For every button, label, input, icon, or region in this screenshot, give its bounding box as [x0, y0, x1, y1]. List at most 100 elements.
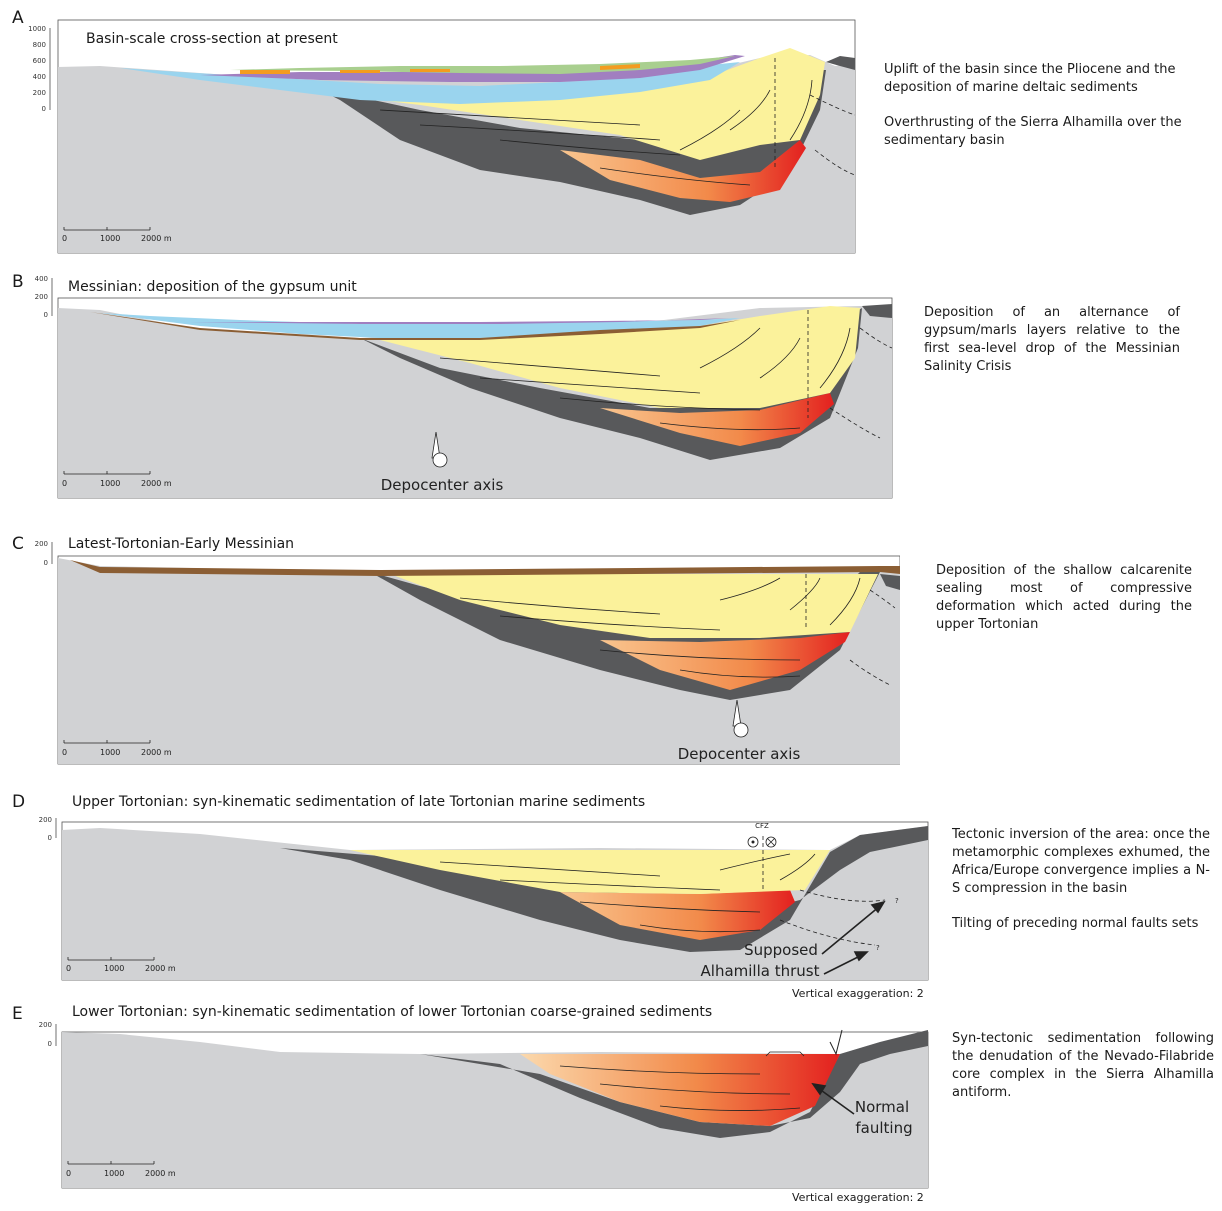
calcarenite [70, 560, 900, 576]
scale-label: 0 [62, 234, 67, 243]
scale-bar: 0 1000 2000 m [62, 471, 172, 488]
cross-section-b: 400 200 0 Depocenter axis 0 1000 2000 m [0, 268, 900, 512]
blue-unit [120, 62, 740, 104]
red-unit [520, 1054, 840, 1126]
cross-section-e: Normal faulting 200 0 0 1000 2000 m [0, 1002, 930, 1211]
panel-description: Deposition of the shallow calcarenite se… [936, 562, 1192, 651]
depocenter-axis-marker: Depocenter axis [381, 431, 504, 494]
scale-label: 2000 m [145, 964, 176, 973]
fault-zone-label: CFZ [755, 822, 769, 830]
description-text: Deposition of the shallow calcarenite se… [936, 563, 1192, 632]
depth-tick: 200 [39, 1021, 52, 1029]
red-unit [560, 140, 806, 202]
vertical-exaggeration: Vertical exaggeration: 2 [792, 1191, 924, 1204]
scale-bar: 0 1000 2000 m [66, 1161, 176, 1178]
depth-axis: 200 0 [35, 540, 53, 567]
depth-tick: 0 [44, 559, 48, 567]
depth-tick: 0 [44, 311, 48, 319]
panel-letter: E [12, 1004, 23, 1024]
panel-d: D CFZ [0, 790, 1222, 1002]
scale-label: 1000 [104, 964, 124, 973]
depth-axis: 1000 800 600 400 200 0 [28, 25, 51, 113]
yellow-unit [390, 574, 878, 638]
depth-tick: 400 [35, 275, 48, 283]
thrust-arrows [821, 900, 886, 975]
red-unit [600, 632, 850, 690]
scale-label: 0 [66, 964, 71, 973]
depth-tick: 1000 [28, 25, 46, 33]
panel-letter: A [12, 8, 24, 28]
panel-title: Upper Tortonian: syn-kinematic sedimenta… [72, 794, 646, 810]
description-text: Deposition of an alternance of gypsum/ma… [924, 305, 1180, 374]
thrust-label: Alhamilla thrust [701, 962, 820, 980]
scale-label: 0 [66, 1169, 71, 1178]
red-unit [600, 393, 834, 446]
depocenter-axis-marker: Depocenter axis [678, 699, 800, 763]
yellow-unit [380, 306, 860, 408]
depth-tick: 600 [33, 57, 46, 65]
depth-tick: 0 [42, 105, 46, 113]
yellow-unit [330, 48, 825, 160]
depocenter-label: Depocenter axis [381, 476, 504, 494]
normal-faulting-label: faulting [855, 1119, 912, 1137]
panel-letter: C [12, 534, 24, 554]
scale-label: 0 [62, 748, 67, 757]
basement-overthrust [862, 304, 892, 318]
depth-tick: 0 [48, 834, 52, 842]
purple-unit [190, 318, 730, 324]
normal-faulting-label: Normal [855, 1098, 909, 1116]
panel-c: C 200 [0, 530, 1222, 770]
panel-e: E Normal faulting [0, 1002, 1222, 1207]
panel-letter: D [12, 792, 26, 812]
scale-label: 1000 [100, 748, 120, 757]
description-text: Syn-tectonic sedimentation following the… [952, 1031, 1214, 1100]
cross-section-d: CFZ ? ? Supposed Alhamilla thrust 200 0 [0, 790, 930, 1006]
panel-description: Tectonic inversion of the area: once the… [952, 826, 1210, 950]
depth-tick: 800 [33, 41, 46, 49]
cross-section-c: 200 0 Depocenter axis 0 1000 2000 m [0, 530, 901, 774]
panel-title: Latest-Tortonian-Early Messinian [68, 536, 295, 552]
panel-description: Syn-tectonic sedimentation following the… [952, 1030, 1214, 1119]
depth-tick: 200 [39, 816, 52, 824]
scale-label: 2000 m [141, 748, 172, 757]
cross-section-a: 1000 800 600 400 200 0 0 1000 2000 m [0, 0, 860, 264]
scale-label: 1000 [104, 1169, 124, 1178]
yellow-unit [350, 850, 830, 894]
basement-overthrust [826, 56, 855, 70]
question-mark: ? [895, 897, 899, 905]
description-text: Uplift of the basin since the Pliocene a… [884, 62, 1176, 95]
depth-tick: 0 [48, 1040, 52, 1048]
scale-bar: 0 1000 2000 m [62, 740, 172, 757]
normal-fault-arrow [811, 1082, 855, 1115]
scale-bar: 0 1000 2000 m [62, 227, 172, 243]
panel-title: Basin-scale cross-section at present [86, 31, 338, 47]
depth-tick: 200 [35, 540, 48, 548]
panel-letter: B [12, 272, 24, 292]
depth-axis: 200 0 [39, 1021, 57, 1048]
depth-tick: 200 [33, 89, 46, 97]
question-mark: ? [876, 944, 880, 952]
basal-unit [420, 1030, 928, 1138]
description-text: Overthrusting of the Sierra Alhamilla ov… [884, 115, 1182, 148]
scale-label: 2000 m [141, 234, 172, 243]
scale-label: 1000 [100, 479, 120, 488]
basement-overthrust [880, 574, 900, 590]
red-unit [560, 890, 795, 940]
scale-label: 2000 m [141, 479, 172, 488]
depth-axis: 400 200 0 [35, 275, 53, 319]
description-text: Tectonic inversion of the area: once the… [952, 827, 1210, 896]
scale-label: 2000 m [145, 1169, 176, 1178]
purple-unit [200, 55, 745, 82]
scale-bar: 0 1000 2000 m [66, 957, 176, 973]
panel-description: Uplift of the basin since the Pliocene a… [884, 61, 1184, 167]
panel-title: Lower Tortonian: syn-kinematic sedimenta… [72, 1004, 713, 1020]
depth-axis: 200 0 [39, 816, 57, 842]
panel-title: Messinian: deposition of the gypsum unit [68, 279, 357, 295]
vertical-exaggeration: Vertical exaggeration: 2 [792, 987, 924, 1000]
scale-label: 1000 [100, 234, 120, 243]
orange-top [240, 64, 640, 74]
depth-tick: 200 [35, 293, 48, 301]
scale-label: 0 [62, 479, 67, 488]
panel-description: Deposition of an alternance of gypsum/ma… [924, 304, 1180, 393]
panel-b: B [0, 268, 1222, 508]
